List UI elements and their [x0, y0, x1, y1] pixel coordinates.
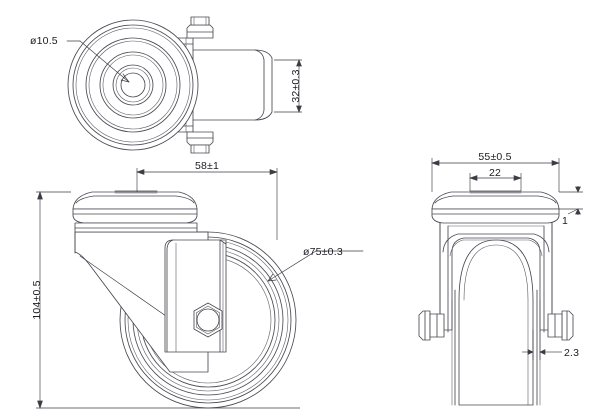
front-view-fork-body: [164, 239, 227, 353]
dim-label-plate-length: 58±1: [195, 160, 219, 172]
dim-bolt-hole-diameter: ø10.5: [30, 35, 130, 83]
dim-wheel-diameter: ø75±0.3: [267, 246, 364, 282]
top-view-wheel-circles: [67, 19, 199, 151]
top-view-bolt-lower: [186, 131, 214, 154]
dim-label-plate-width: 55±0.5: [478, 151, 511, 163]
dim-plate-width: 55±0.5: [430, 151, 561, 192]
dim-tread-offset: 2.3: [522, 330, 579, 360]
front-view: 58±1 104±0.5 ø75±0.3: [31, 160, 364, 410]
dim-plate-offset-height: 32±0.3: [274, 59, 302, 113]
front-view-top-plate: [72, 190, 198, 233]
dim-hole-spacing: 22: [468, 167, 523, 191]
side-view-axle-nut-right: [547, 310, 574, 341]
dim-label-hole-spacing: 22: [489, 167, 501, 179]
top-view-bolt-upper: [186, 16, 214, 39]
dim-label-bolt-hole-diameter: ø10.5: [30, 35, 58, 47]
dim-plate-length: 58±1: [135, 160, 279, 240]
dim-overall-height: 104±0.5: [31, 190, 300, 410]
dim-label-tread-offset: 2.3: [564, 347, 579, 359]
side-view-wheel: [451, 239, 541, 406]
top-view: ø10.5 32±0.3: [30, 16, 302, 154]
side-view-axle-nut-left: [418, 310, 445, 341]
side-view-top-plate: [431, 190, 560, 224]
dim-label-plate-offset-height: 32±0.3: [290, 69, 302, 102]
side-view: 55±0.5 22 1: [418, 151, 583, 406]
dim-label-plate-thickness: 1: [562, 215, 568, 227]
dim-plate-thickness: 1: [559, 186, 583, 227]
front-view-axle-nut: [193, 302, 223, 338]
top-view-stem: [191, 45, 273, 125]
dim-label-wheel-diameter: ø75±0.3: [303, 246, 343, 258]
dim-label-overall-height: 104±0.5: [31, 280, 43, 319]
